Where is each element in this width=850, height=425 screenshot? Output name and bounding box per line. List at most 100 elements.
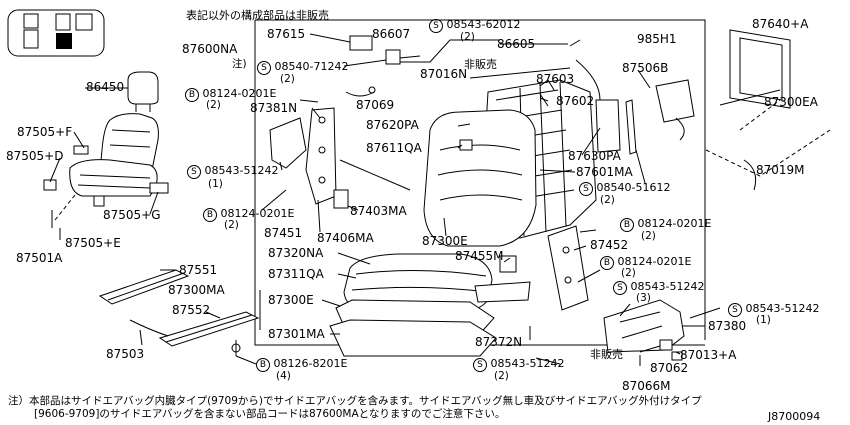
part-label-985H1[interactable]: 985H1 — [637, 32, 677, 46]
locator-highlight — [56, 33, 72, 49]
bolt-symbol: B — [185, 88, 199, 102]
part-label-87403MA[interactable]: 87403MA — [350, 204, 407, 218]
part-label-87406MA[interactable]: 87406MA — [317, 231, 374, 245]
qty-08124-0201E-d: (2) — [621, 267, 636, 279]
bolt-code-08124-0201E-d[interactable]: B 08124-0201E — [600, 255, 691, 270]
seat-rails-drawing — [98, 269, 260, 356]
part-label-87455M[interactable]: 87455M — [455, 249, 504, 263]
screw-symbol: S — [728, 303, 742, 317]
part-label-87381N[interactable]: 87381N — [250, 101, 298, 115]
bolt-code-08124-0201E-b[interactable]: B 08124-0201E — [203, 207, 294, 222]
seatback-panel-drawing — [705, 29, 831, 191]
part-label-87452[interactable]: 87452 — [590, 238, 629, 252]
qty-08543-51242-a: (1) — [208, 178, 223, 190]
bolt-code-08543-51242-b[interactable]: S 08543-51242 — [613, 280, 704, 295]
qty-08540-51612: (2) — [600, 194, 615, 206]
part-label-87300EA[interactable]: 87300EA — [764, 95, 818, 109]
part-label-87501A[interactable]: 87501A — [16, 251, 63, 265]
part-label-87602[interactable]: 87602 — [556, 94, 595, 108]
part-label-87300MA[interactable]: 87300MA — [168, 283, 225, 297]
part-label-86605[interactable]: 86605 — [497, 37, 536, 51]
not-sold-label-2: 非販売 — [590, 348, 623, 361]
screw-symbol: S — [579, 182, 593, 196]
part-label-86450[interactable]: 86450 — [86, 80, 125, 94]
part-label-87611QA[interactable]: 87611QA — [366, 141, 422, 155]
part-label-87062[interactable]: 87062 — [650, 361, 689, 375]
part-label-87503[interactable]: 87503 — [106, 347, 145, 361]
vehicle-locator-icon — [7, 9, 105, 57]
seat-assembly-small-drawing — [43, 113, 169, 228]
footer-note-line-2: [9606-9709]のサイドエアバッグを含まない部品コードは87600MAとな… — [34, 408, 506, 420]
bolt-code-08126-8201E[interactable]: B 08126-8201E — [256, 357, 347, 372]
leader-lines — [49, 33, 781, 366]
qty-08543-51242-b: (3) — [636, 292, 651, 304]
qty-08543-51242-d: (2) — [494, 370, 509, 382]
part-label-87505G[interactable]: 87505+G — [103, 208, 161, 222]
side-shield-drawing — [603, 299, 685, 361]
part-label-87630PA[interactable]: 87630PA — [568, 149, 621, 163]
part-label-87380[interactable]: 87380 — [708, 319, 747, 333]
part-label-87603[interactable]: 87603 — [536, 72, 575, 86]
screw-symbol: S — [473, 358, 487, 372]
bolt-code-08543-51242-d[interactable]: S 08543-51242 — [473, 357, 564, 372]
footer-note-line-1: 注）本部品はサイドエアバッグ内臓タイプ(9709から)でサイドエアバッグを含みま… — [8, 395, 702, 407]
seatback-cushion-drawing — [423, 109, 537, 247]
part-label-87600NA[interactable]: 87600NA — [182, 42, 238, 56]
part-label-87320NA[interactable]: 87320NA — [268, 246, 324, 260]
bolt-code-08124-0201E-a[interactable]: B 08124-0201E — [185, 87, 276, 102]
bolt-code-08124-0201E-c[interactable]: B 08124-0201E — [620, 217, 711, 232]
part-label-87506B[interactable]: 87506B — [622, 61, 669, 75]
qty-08540-71242: (2) — [280, 73, 295, 85]
part-label-87301MA[interactable]: 87301MA — [268, 327, 325, 341]
part-label-87620PA[interactable]: 87620PA — [366, 118, 419, 132]
recliner-right-drawing — [474, 225, 589, 311]
diagram-code: J8700094 — [768, 410, 821, 423]
headrest-drawing — [127, 71, 159, 112]
part-label-87372N[interactable]: 87372N — [475, 335, 523, 349]
part-label-86607[interactable]: 86607 — [372, 27, 411, 41]
qty-08124-0201E-c: (2) — [641, 230, 656, 242]
part-label-87601MA[interactable]: 87601MA — [576, 165, 633, 179]
qty-08543-51242-c: (1) — [756, 314, 771, 326]
part-label-87019M[interactable]: 87019M — [756, 163, 805, 177]
qty-08126-8201E: (4) — [276, 370, 291, 382]
screw-symbol: S — [429, 19, 443, 33]
part-label-87505D[interactable]: 87505+D — [6, 149, 64, 163]
part-label-87013A[interactable]: 87013+A — [680, 348, 737, 362]
bolt-symbol: B — [256, 358, 270, 372]
bolt-symbol: B — [203, 208, 217, 222]
part-label-87552[interactable]: 87552 — [172, 303, 211, 317]
part-label-87451[interactable]: 87451 — [264, 226, 303, 240]
part-label-87505E[interactable]: 87505+E — [65, 236, 121, 250]
part-label-87640A[interactable]: 87640+A — [752, 17, 809, 31]
bolt-symbol: B — [600, 256, 614, 270]
seat-cushion-drawing — [329, 253, 497, 357]
bolt-symbol: B — [620, 218, 634, 232]
screw-symbol: S — [257, 61, 271, 75]
screw-symbol: S — [187, 165, 201, 179]
bolt-code-08543-51242-a[interactable]: S 08543-51242 — [187, 164, 278, 179]
part-label-87300E-top[interactable]: 87300E — [422, 234, 468, 248]
qty-08124-0201E-a: (2) — [206, 99, 221, 111]
part-label-87066M[interactable]: 87066M — [622, 379, 671, 393]
part-label-87311QA[interactable]: 87311QA — [268, 267, 324, 281]
not-sold-label-1: 非販売 — [464, 58, 497, 71]
bolt-code-08540-51612[interactable]: S 08540-51612 — [579, 181, 670, 196]
airbag-module-drawing — [595, 79, 695, 155]
note-marker: 注) — [232, 58, 247, 70]
recliner-left-drawing — [269, 107, 411, 209]
bolt-code-08540-71242[interactable]: S 08540-71242 — [257, 60, 348, 75]
part-label-87300E[interactable]: 87300E — [268, 293, 314, 307]
header-note: 表記以外の構成部品は非販売 — [186, 9, 329, 22]
bolt-code-08543-51242-c[interactable]: S 08543-51242 — [728, 302, 819, 317]
part-label-87069[interactable]: 87069 — [356, 98, 395, 112]
part-label-87615[interactable]: 87615 — [267, 27, 306, 41]
screw-symbol: S — [613, 281, 627, 295]
qty-08543-62012: (2) — [460, 31, 475, 43]
part-label-87016N[interactable]: 87016N — [420, 67, 468, 81]
part-label-87551[interactable]: 87551 — [179, 263, 218, 277]
bolt-code-08543-62012[interactable]: S 08543-62012 — [429, 18, 520, 33]
part-label-87505F[interactable]: 87505+F — [17, 125, 73, 139]
